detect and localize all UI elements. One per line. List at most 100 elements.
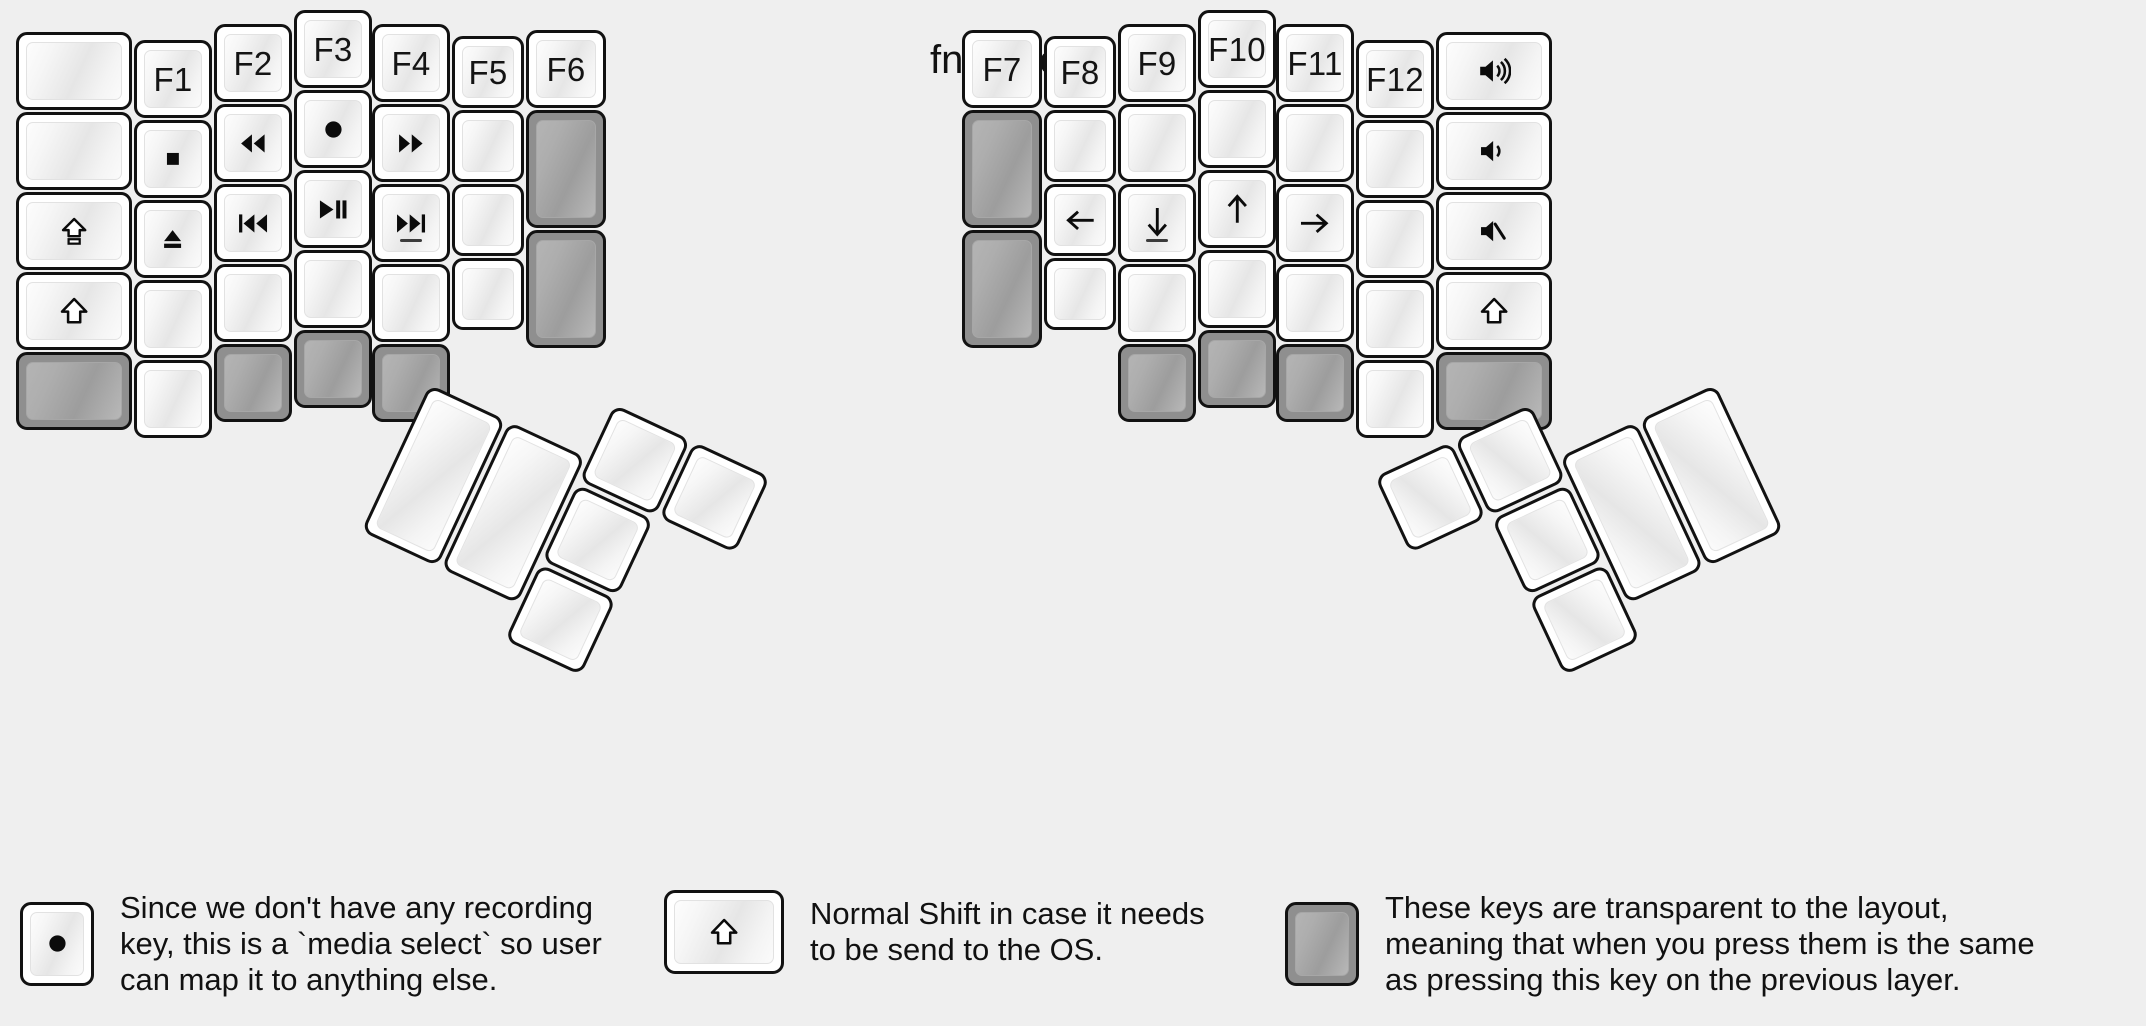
keycap-surface (1366, 130, 1424, 188)
key-blank[interactable] (1198, 90, 1276, 168)
key-transparent[interactable] (16, 352, 132, 430)
key-transparent[interactable] (1198, 330, 1276, 408)
keycap-surface (1128, 194, 1186, 252)
key-arrow-up[interactable] (1198, 170, 1276, 248)
key-label: F9 (1137, 44, 1177, 82)
keycap-surface: F2 (224, 34, 282, 92)
key-f8[interactable]: F8 (1044, 36, 1116, 108)
key-blank[interactable] (1356, 200, 1434, 278)
rewind-icon (235, 129, 271, 158)
legend-item: These keys are transparent to the layout… (1285, 890, 2035, 998)
key-arrow-down-tick[interactable] (1118, 184, 1196, 262)
key-fast-forward[interactable] (372, 104, 450, 182)
key-transparent[interactable] (526, 230, 606, 348)
key-volume-down[interactable] (1436, 112, 1552, 190)
keycap-surface (144, 370, 202, 428)
keycap-surface (1054, 120, 1106, 172)
key-rewind[interactable] (214, 104, 292, 182)
key-f1[interactable]: F1 (134, 40, 212, 118)
keycap-surface (224, 274, 282, 332)
keycap-surface (972, 120, 1032, 218)
key-blank[interactable] (452, 110, 524, 182)
legend-key-record (20, 901, 94, 986)
key-transparent[interactable] (214, 344, 292, 422)
key-transparent[interactable] (294, 330, 372, 408)
key-blank[interactable] (1356, 280, 1434, 358)
key-blank[interactable] (16, 112, 132, 190)
keycap-surface (1128, 274, 1186, 332)
key-arrow-left[interactable] (1044, 184, 1116, 256)
key-eject[interactable] (134, 200, 212, 278)
keycap-surface: F12 (1366, 50, 1424, 108)
key-label: F2 (233, 44, 273, 82)
key-f10[interactable]: F10 (1198, 10, 1276, 88)
key-f11[interactable]: F11 (1276, 24, 1354, 102)
key-volume-mute[interactable] (1436, 192, 1552, 270)
key-f6[interactable]: F6 (526, 30, 606, 108)
key-blank[interactable] (1356, 120, 1434, 198)
keycap-surface (1446, 122, 1542, 180)
key-volume-up[interactable] (1436, 32, 1552, 110)
keycap-surface (30, 911, 84, 976)
key-transparent[interactable] (962, 110, 1042, 228)
key-label: F5 (468, 53, 508, 91)
legend-item: Normal Shift in case it needs to be send… (664, 890, 1205, 974)
key-next-track-tick[interactable] (372, 184, 450, 262)
arrow-down-icon (1142, 205, 1173, 241)
key-blank[interactable] (1356, 360, 1434, 438)
key-f2[interactable]: F2 (214, 24, 292, 102)
keycap-surface (1286, 194, 1344, 252)
key-blank[interactable] (452, 258, 524, 330)
keycap-surface (555, 497, 641, 583)
stop-icon (161, 147, 185, 171)
key-record[interactable] (294, 90, 372, 168)
keycap-surface (382, 114, 440, 172)
key-shift[interactable] (1436, 272, 1552, 350)
key-f7[interactable]: F7 (962, 30, 1042, 108)
key-label: F12 (1366, 60, 1424, 98)
key-blank[interactable] (1044, 110, 1116, 182)
key-f3[interactable]: F3 (294, 10, 372, 88)
key-arrow-right[interactable] (1276, 184, 1354, 262)
key-blank[interactable] (294, 250, 372, 328)
keycap-surface: F6 (536, 40, 596, 98)
keycap-surface (26, 42, 122, 100)
keycap-surface (1286, 274, 1344, 332)
key-transparent[interactable] (1118, 344, 1196, 422)
keycap-surface (304, 340, 362, 398)
key-f9[interactable]: F9 (1118, 24, 1196, 102)
key-play-pause[interactable] (294, 170, 372, 248)
key-blank[interactable] (372, 264, 450, 342)
keycap-surface (1542, 577, 1628, 663)
key-blank[interactable] (134, 360, 212, 438)
key-stop[interactable] (134, 120, 212, 198)
volume-mute-icon (1478, 215, 1510, 247)
key-transparent[interactable] (962, 230, 1042, 348)
key-f12[interactable]: F12 (1356, 40, 1434, 118)
key-f5[interactable]: F5 (452, 36, 524, 108)
key-f4[interactable]: F4 (372, 24, 450, 102)
key-caps-lock[interactable] (16, 192, 132, 270)
key-blank[interactable] (16, 32, 132, 110)
arrow-left-icon (1062, 205, 1098, 236)
key-transparent[interactable] (1276, 344, 1354, 422)
key-blank[interactable] (1276, 104, 1354, 182)
key-blank[interactable] (452, 184, 524, 256)
key-blank[interactable] (1276, 264, 1354, 342)
keycap-surface (1128, 114, 1186, 172)
key-blank[interactable] (1198, 250, 1276, 328)
keycap-surface (144, 210, 202, 268)
key-blank[interactable] (1118, 104, 1196, 182)
keycap-surface: F9 (1128, 34, 1186, 92)
key-prev-track[interactable] (214, 184, 292, 262)
key-shift[interactable] (16, 272, 132, 350)
eject-icon (159, 225, 186, 252)
keycap-surface: F7 (972, 40, 1032, 98)
key-blank[interactable] (134, 280, 212, 358)
key-transparent[interactable] (526, 110, 606, 228)
key-blank[interactable] (1118, 264, 1196, 342)
keycap-surface (592, 417, 678, 503)
key-blank[interactable] (214, 264, 292, 342)
keycap-surface (1366, 370, 1424, 428)
key-blank[interactable] (1044, 258, 1116, 330)
